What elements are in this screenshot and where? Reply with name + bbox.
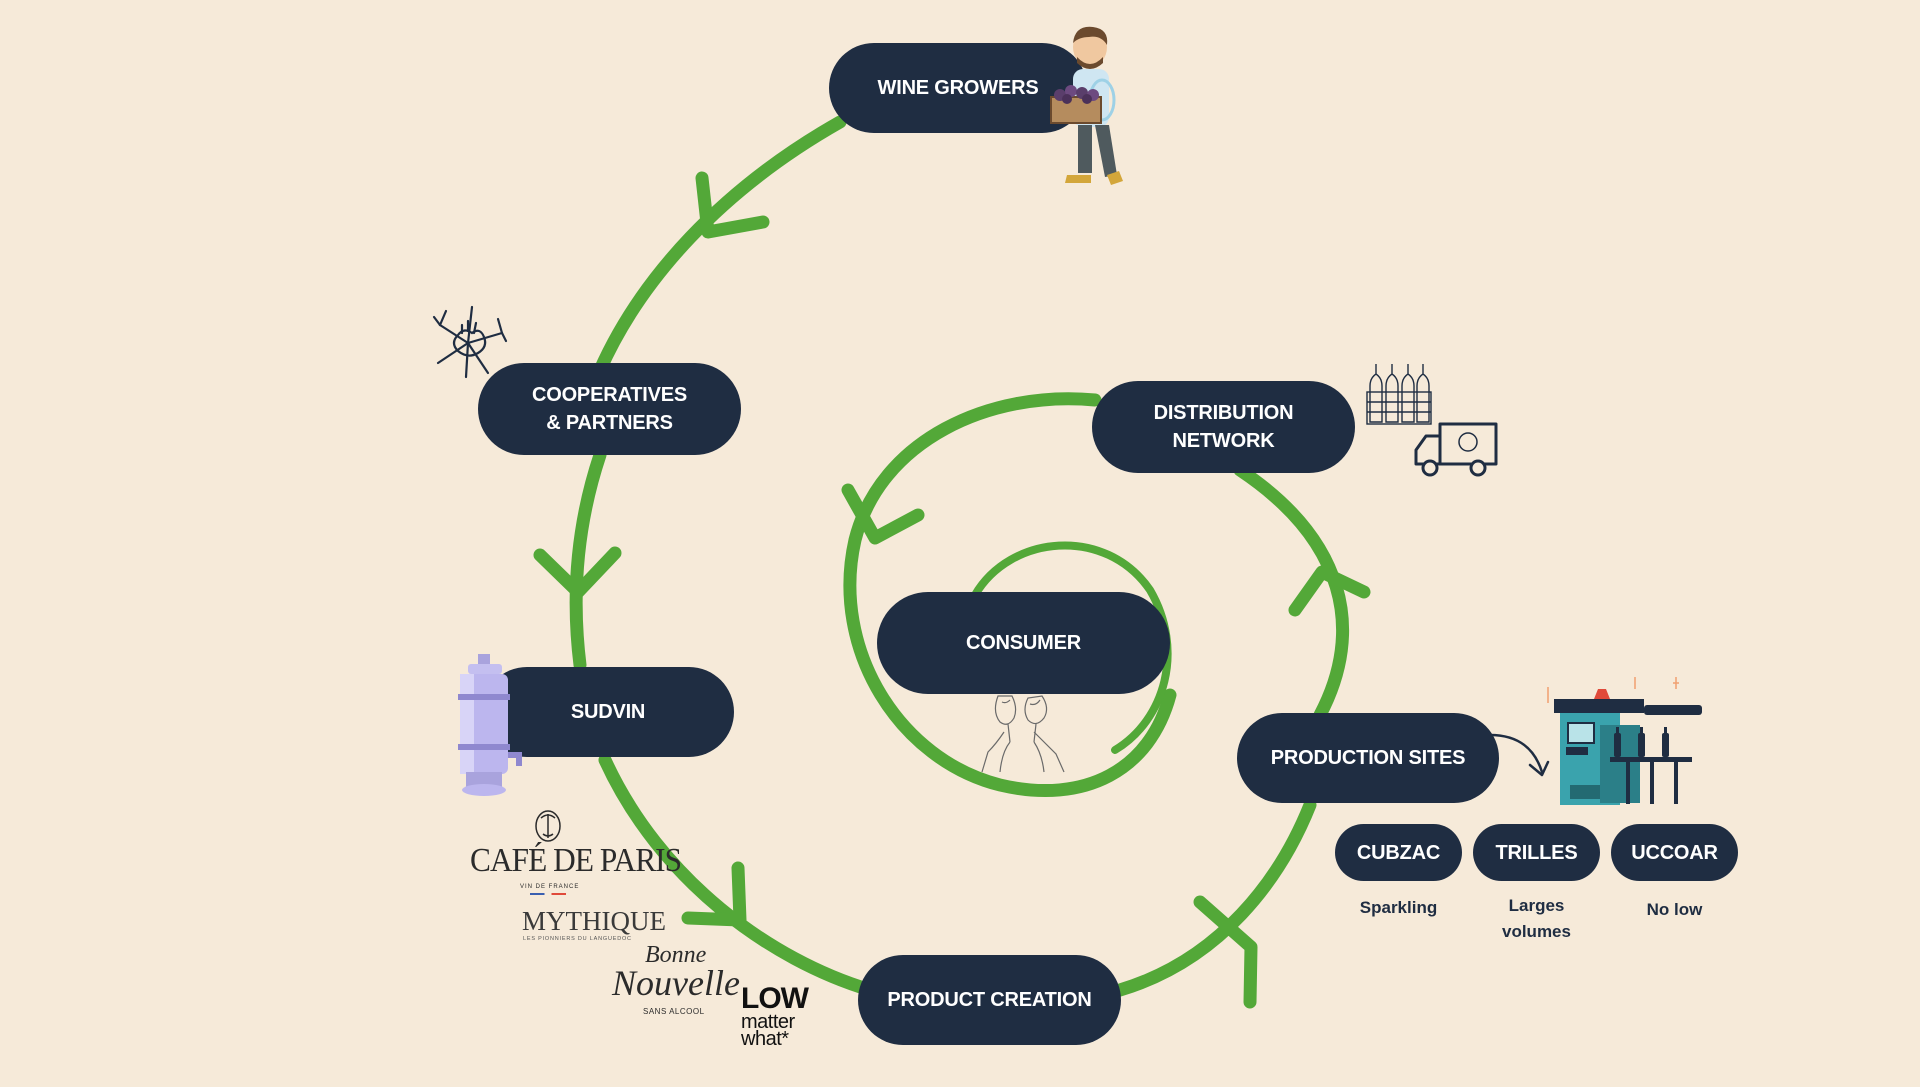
- node-wine-growers-label: WINE GROWERS: [877, 77, 1039, 99]
- site-uccoar-caption: No low: [1646, 900, 1703, 919]
- site-trilles: TRILLES: [1473, 824, 1600, 881]
- node-distribution: DISTRIBUTION NETWORK: [1092, 381, 1355, 473]
- brand-low-matter-what-1: LOW: [741, 982, 809, 1015]
- consumer-loop: [971, 541, 1172, 754]
- node-production-sites: PRODUCTION SITES: [1237, 713, 1499, 803]
- delivery-truck-icon: [1414, 422, 1498, 477]
- node-distribution-label: DISTRIBUTION NETWORK: [1153, 402, 1294, 452]
- farmer-with-grape-crate-icon: [1050, 26, 1123, 185]
- arrowhead-5: [1288, 565, 1371, 617]
- brand-cafe-de-paris-sub: VIN DE FRANCE: [520, 884, 580, 890]
- outer-cycle-arc-product-sites: [1113, 798, 1317, 997]
- site-cubzac-label: CUBZAC: [1356, 841, 1441, 864]
- node-sudvin-label: SUDVIN: [570, 701, 646, 723]
- team-hands-icon: [432, 305, 508, 379]
- node-consumer: CONSUMER: [877, 592, 1170, 694]
- node-product-creation-label: PRODUCT CREATION: [887, 989, 1092, 1011]
- node-cooperatives-label: COOPERATIVES & PARTNERS: [531, 384, 688, 434]
- outer-cycle-arc-sudvin-product: [598, 753, 877, 997]
- inner-cycle-arc-distribution-consumer: [843, 392, 1177, 798]
- arrowhead-2: [533, 546, 622, 599]
- bottling-machine-icon: [1547, 677, 1702, 805]
- wine-bottles-crate-icon: [1366, 364, 1432, 425]
- brand-cafe-de-paris-monogram: [527, 808, 569, 844]
- brand-bonne-nouvelle-sub: SANS ALCOOL: [643, 1007, 705, 1016]
- brand-mythique-sub: LES PIONNIERS DU LANGUEDOC: [523, 936, 632, 942]
- arrowhead-1: [695, 171, 770, 239]
- site-trilles-caption: Larges volumes: [1502, 896, 1571, 941]
- arrowhead-3: [681, 861, 747, 927]
- node-wine-growers: WINE GROWERS: [829, 43, 1087, 133]
- outer-cycle-arc-coops-sudvin: [569, 448, 607, 672]
- arrowhead-6: [841, 483, 925, 545]
- brand-cafe-de-paris: CAFÉ DE PARIS: [470, 842, 682, 879]
- brand-bonne-nouvelle-bonne: Bonne: [645, 942, 707, 968]
- cheers-glasses-icon: [981, 695, 1065, 773]
- brand-mythique: MYTHIQUE: [522, 906, 666, 936]
- node-production-sites-label: PRODUCTION SITES: [1270, 747, 1466, 769]
- node-consumer-label: CONSUMER: [965, 632, 1082, 654]
- arrowhead-4: [1193, 895, 1258, 1009]
- sites-to-machine-arrow: [1488, 733, 1544, 774]
- site-cubzac-caption: Sparkling: [1359, 898, 1438, 917]
- french-flag-dashes: [530, 893, 566, 895]
- site-trilles-label: TRILLES: [1495, 841, 1578, 864]
- outer-cycle-arc-growers-coops: [593, 115, 847, 377]
- brand-low-matter-what-3: what*: [741, 1028, 789, 1050]
- wine-tank-icon: [458, 654, 522, 796]
- brand-bonne-nouvelle-nouvelle: Nouvelle: [612, 963, 740, 1003]
- site-cubzac: CUBZAC: [1335, 824, 1462, 881]
- node-sudvin: SUDVIN: [482, 667, 734, 757]
- site-uccoar: UCCOAR: [1611, 824, 1738, 881]
- brand-low-matter-what-2: matter: [741, 1011, 795, 1033]
- site-uccoar-label: UCCOAR: [1631, 841, 1718, 864]
- node-cooperatives: COOPERATIVES & PARTNERS: [478, 363, 741, 455]
- inner-cycle-arc-sites-distribution: [1233, 463, 1350, 722]
- node-product-creation: PRODUCT CREATION: [858, 955, 1121, 1045]
